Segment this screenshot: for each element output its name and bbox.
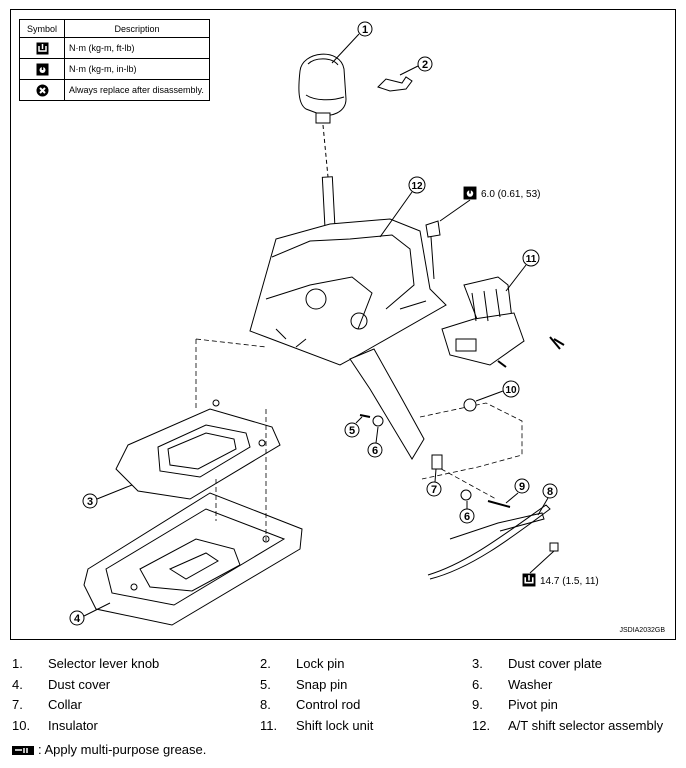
at-shift-selector-assembly-drawing: [249, 218, 447, 460]
control-rod-drawing: [427, 504, 551, 580]
svg-text:7: 7: [431, 484, 437, 496]
svg-text:8: 8: [547, 486, 553, 498]
grease-note-text: : Apply multi-purpose grease.: [38, 742, 207, 757]
callout-6a: 6: [367, 426, 383, 458]
callout-9: 9: [505, 478, 530, 504]
torque-spec-top: 6.0 (0.61, 53): [439, 186, 540, 222]
replace-icon: [36, 84, 48, 96]
grease-gun-icon: [12, 745, 34, 755]
svg-text:14.7 (1.5, 11): 14.7 (1.5, 11): [540, 576, 599, 587]
torque-icon: [36, 42, 48, 54]
callout-10: 10: [475, 380, 520, 402]
svg-text:12: 12: [411, 181, 423, 192]
diagram-frame: [10, 9, 676, 640]
shift-selector-exploded-diagram: 1 2 3 4 5 6 6 7 8 9 10 11 12 6.0 (0.61, …: [69, 21, 599, 626]
svg-text:10: 10: [505, 385, 517, 396]
svg-text:9: 9: [519, 481, 525, 493]
svg-text:4: 4: [74, 613, 81, 625]
torque-spec-top-icon: [463, 186, 477, 200]
selector-lever-knob-drawing: [298, 53, 347, 124]
torque-inlb-icon: [36, 63, 48, 75]
legend-row-3-text: Always replace after disassembly.: [64, 79, 210, 101]
shift-lock-unit-drawing: [441, 276, 525, 366]
callout-2: 2: [399, 56, 433, 76]
svg-text:3: 3: [87, 496, 93, 508]
dust-cover-plate-drawing: [115, 399, 281, 500]
callout-5: 5: [344, 416, 363, 438]
torque-spec-bottom-icon: [522, 573, 536, 587]
svg-text:6: 6: [372, 445, 378, 457]
insulator-drawing: [463, 398, 477, 412]
callout-8: 8: [537, 483, 558, 516]
callout-11: 11: [505, 249, 540, 292]
snap-pin-drawing: [359, 414, 371, 418]
washer-drawing-1: [372, 415, 384, 427]
dust-cover-drawing: [83, 492, 303, 626]
svg-text:5: 5: [349, 425, 355, 437]
washer-drawing-2: [460, 489, 472, 501]
symbol-legend-table: Symbol Description N·m (kg-m, ft-lb) N·m…: [19, 19, 210, 101]
callout-4: 4: [69, 602, 111, 626]
svg-text:1: 1: [362, 24, 368, 36]
callout-3: 3: [82, 484, 133, 509]
grease-note: : Apply multi-purpose grease.: [12, 742, 206, 757]
svg-text:2: 2: [422, 59, 428, 71]
collar-drawing: [431, 454, 443, 470]
torque-spec-bottom: 14.7 (1.5, 11): [522, 550, 599, 587]
pivot-pin-drawing: [487, 500, 511, 508]
callout-7: 7: [426, 468, 442, 497]
callout-6b: 6: [459, 501, 475, 524]
svg-text:6.0 (0.61, 53): 6.0 (0.61, 53): [481, 189, 540, 200]
callout-12: 12: [379, 176, 426, 238]
svg-text:11: 11: [526, 254, 537, 265]
lock-pin-drawing: [377, 76, 413, 92]
callout-1: 1: [331, 21, 373, 64]
svg-text:6: 6: [464, 511, 470, 523]
figure-code: JSDIA2032GB: [619, 627, 665, 634]
